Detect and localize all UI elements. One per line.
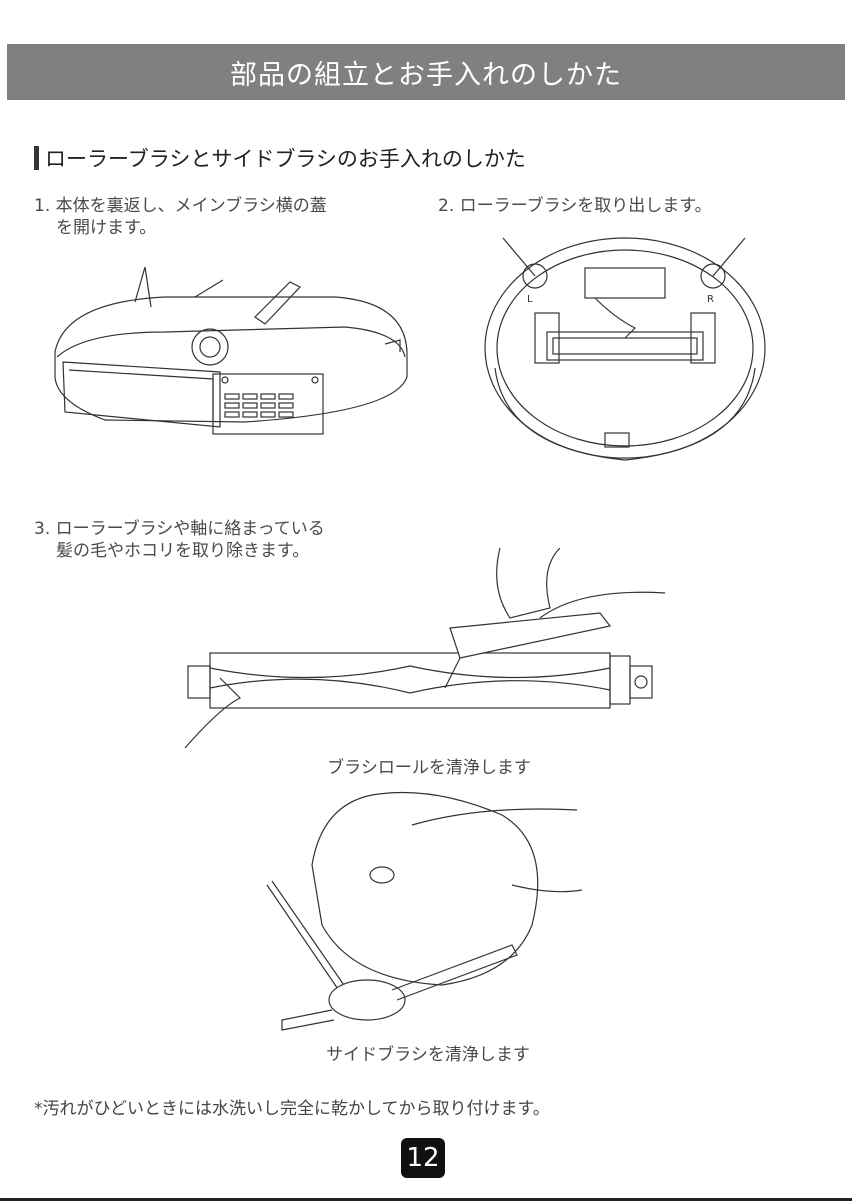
roller-caption: ブラシロールを清浄します — [279, 753, 579, 778]
page-number: 12 — [401, 1138, 445, 1178]
robot-underside-illustration: L R — [475, 228, 775, 478]
footnote: *汚れがひどいときには水洗いし完全に乾かしてから取り付けます。 — [34, 1094, 550, 1119]
bottom-rule — [0, 1198, 852, 1201]
section-heading: ローラーブラシとサイドブラシのお手入れのしかた — [34, 145, 526, 171]
step-3-line1: 3. ローラーブラシや軸に絡まっている — [34, 519, 325, 539]
step-1-line2: を開けます。 — [34, 217, 327, 239]
step-1-line1: 1. 本体を裏返し、メインブラシ横の蓋 — [34, 196, 327, 216]
right-wheel-label: R — [707, 294, 714, 305]
step-2-line1: 2. ローラーブラシを取り出します。 — [438, 196, 712, 216]
left-wheel-label: L — [527, 294, 533, 305]
roller-brush-cleaning-illustration — [180, 548, 670, 753]
section-title-text: ローラーブラシとサイドブラシのお手入れのしかた — [45, 143, 526, 173]
side-brush-caption: サイドブラシを清浄します — [278, 1040, 578, 1065]
step-2: 2. ローラーブラシを取り出します。 — [438, 195, 712, 217]
chapter-title: 部品の組立とお手入れのしかた — [230, 53, 622, 92]
step-1: 1. 本体を裏返し、メインブラシ横の蓋 を開けます。 — [34, 195, 327, 239]
heading-bar — [34, 146, 39, 170]
robot-open-cover-illustration — [45, 262, 415, 442]
side-brush-cleaning-illustration — [262, 785, 592, 1035]
chapter-banner: 部品の組立とお手入れのしかた — [7, 44, 845, 100]
